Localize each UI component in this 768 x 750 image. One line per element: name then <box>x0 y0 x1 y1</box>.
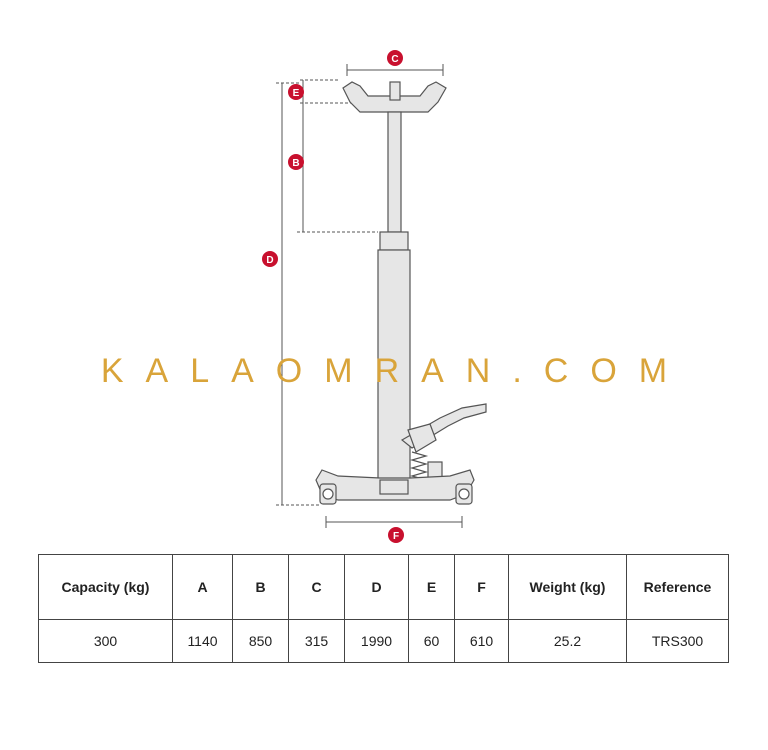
header-e: E <box>408 554 455 620</box>
header-d: D <box>344 554 409 620</box>
cell-d: 1990 <box>344 619 409 663</box>
header-weight: Weight (kg) <box>508 554 627 620</box>
badge-f: F <box>388 527 404 543</box>
cell-f: 610 <box>454 619 509 663</box>
spring <box>409 451 429 481</box>
cell-e: 60 <box>408 619 455 663</box>
cell-b: 850 <box>232 619 289 663</box>
spec-table: Capacity (kg) A B C D E F Weight (kg) Re… <box>38 554 729 663</box>
svg-text:C: C <box>391 54 398 65</box>
header-capacity: Capacity (kg) <box>38 554 173 620</box>
header-f: F <box>454 554 509 620</box>
cell-reference: TRS300 <box>626 619 729 663</box>
header-b: B <box>232 554 289 620</box>
header-c: C <box>288 554 345 620</box>
dimension-lines <box>276 64 463 528</box>
jack-drawing <box>315 81 487 505</box>
upper-ram <box>387 111 402 233</box>
watermark: KALAOMRAN.COM <box>100 352 690 390</box>
svg-text:D: D <box>266 255 273 266</box>
cell-capacity: 300 <box>38 619 173 663</box>
cell-c: 315 <box>288 619 345 663</box>
svg-text:E: E <box>293 88 300 99</box>
badge-b: B <box>288 154 304 170</box>
header-reference: Reference <box>626 554 729 620</box>
table-row: 300 1140 850 315 1990 60 610 25.2 TRS300 <box>38 619 729 663</box>
badge-d: D <box>262 251 278 267</box>
svg-text:B: B <box>292 158 299 169</box>
lower-cylinder <box>379 231 409 251</box>
header-a: A <box>172 554 233 620</box>
cell-weight: 25.2 <box>508 619 627 663</box>
badge-e: E <box>288 84 304 100</box>
cell-a: 1140 <box>172 619 233 663</box>
transmission-jack-diagram: C E B D F <box>262 50 487 543</box>
svg-text:F: F <box>393 531 399 542</box>
badge-c: C <box>387 50 403 66</box>
table-header-row: Capacity (kg) A B C D E F Weight (kg) Re… <box>38 554 729 620</box>
